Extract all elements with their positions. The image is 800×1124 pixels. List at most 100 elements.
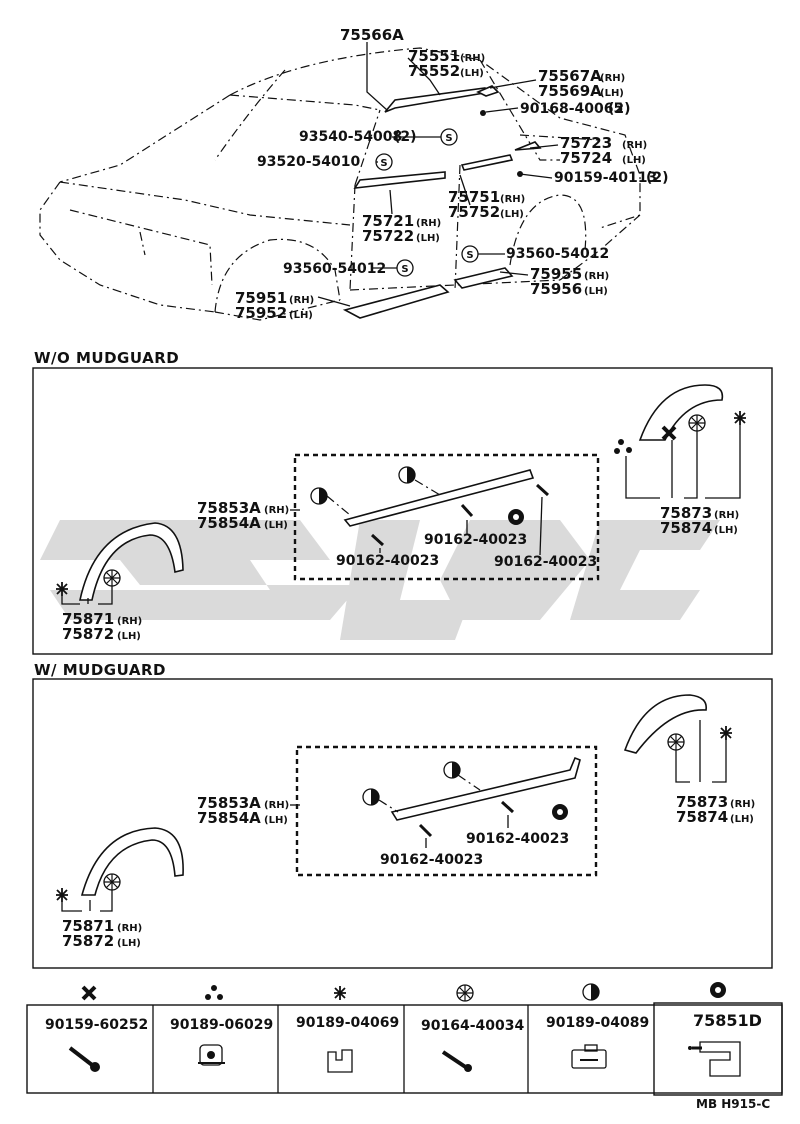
label-90159: 90159-40113 — [554, 170, 657, 186]
label-75566A: 75566A — [340, 26, 404, 44]
svg-text:90162-40023: 90162-40023 — [424, 532, 527, 548]
bracket-clip-icon — [688, 1041, 741, 1077]
svg-text:(LH): (LH) — [117, 938, 141, 949]
tapping-screw-icon — [441, 1050, 472, 1072]
svg-text:S: S — [401, 264, 408, 275]
svg-text:90162-40023: 90162-40023 — [336, 553, 439, 569]
rear-arch-molding — [638, 384, 724, 441]
svg-text:75872: 75872 — [62, 625, 114, 643]
svg-text:75853A: 75853A — [197, 499, 261, 517]
three-dots-icon — [614, 439, 632, 454]
top-leader-lines — [317, 42, 559, 307]
rear-roof-molding-end — [476, 85, 500, 97]
asterisk-icon — [56, 888, 68, 902]
screw-icon — [500, 800, 515, 814]
screw-icon — [460, 503, 474, 518]
legend-part-5: 90189-04089 — [546, 1015, 649, 1031]
front-arch-molding — [79, 522, 184, 601]
svg-text:(RH): (RH) — [117, 923, 142, 934]
three-dots-icon — [205, 985, 223, 1000]
svg-text:75874: 75874 — [660, 519, 712, 537]
svg-text:(LH): (LH) — [714, 525, 738, 536]
svg-text:75872: 75872 — [62, 932, 114, 950]
half-circle-icon — [362, 788, 380, 806]
svg-text:90162-40023: 90162-40023 — [380, 852, 483, 868]
push-rivet-icon — [198, 1044, 225, 1066]
label-75955: 75955 — [530, 265, 582, 283]
rear-door-belt-molding — [460, 154, 514, 171]
rear-arch-molding-w — [623, 694, 707, 754]
svg-text:(LH): (LH) — [622, 155, 646, 166]
svg-text:(RH): (RH) — [416, 218, 441, 229]
asterisk-icon — [720, 726, 732, 740]
section-title-wo-mudguard: W/O MUDGUARD — [34, 349, 179, 367]
legend-part-2: 90189-06029 — [170, 1017, 273, 1033]
wo-mudguard-panel — [32, 367, 773, 655]
svg-text:75854A: 75854A — [197, 809, 261, 827]
cross-square-icon — [81, 985, 97, 1001]
svg-text:(LH): (LH) — [416, 233, 440, 244]
label-93560-b: 93560-54012 — [506, 246, 609, 262]
label-75551: 75551 — [408, 47, 460, 65]
svg-text:90162-40023: 90162-40023 — [494, 554, 597, 570]
svg-text:75871: 75871 — [62, 610, 114, 628]
svg-text:S: S — [445, 133, 452, 144]
front-door-belt-molding — [353, 171, 446, 189]
label-93560-a: 93560-54012 — [283, 261, 386, 277]
wo-mudguard-content: 75853A (RH) 75854A (LH) 90162-40023 9016… — [56, 384, 746, 643]
svg-text:(LH): (LH) — [500, 209, 524, 220]
svg-text:(RH): (RH) — [264, 505, 289, 516]
side-molding-group-box-w — [295, 745, 598, 877]
molding-parts — [342, 85, 542, 319]
svg-text:(LH): (LH) — [730, 814, 754, 825]
svg-text:75871: 75871 — [62, 917, 114, 935]
sun-circle-icon — [103, 569, 121, 587]
sun-circle-icon — [456, 984, 474, 1002]
top-part-labels: 75566A 75551 (RH) 75552 (LH) 75567A (RH)… — [235, 26, 669, 322]
label-75552: 75552 — [408, 62, 460, 80]
side-molding-part — [343, 469, 535, 527]
svg-text:75873: 75873 — [676, 793, 728, 811]
quarter-belt-molding — [514, 141, 542, 151]
s-symbol-icon: S — [396, 259, 414, 277]
svg-text:75873: 75873 — [660, 504, 712, 522]
svg-text:(RH): (RH) — [289, 295, 314, 306]
svg-text:(RH): (RH) — [622, 140, 647, 151]
label-75569A: 75569A — [538, 82, 602, 100]
label-75724: 75724 — [560, 149, 612, 167]
label-75721: 75721 — [362, 212, 414, 230]
svg-text:75874: 75874 — [676, 808, 728, 826]
half-circle-icon — [310, 487, 328, 505]
svg-text:(RH): (RH) — [460, 53, 485, 64]
s-symbol-icon: S — [375, 153, 393, 171]
side-molding-group-box — [293, 453, 600, 581]
half-circle-icon — [443, 761, 461, 779]
svg-text:(LH): (LH) — [460, 68, 484, 79]
svg-text:(RH): (RH) — [730, 799, 755, 810]
screw-icon — [535, 483, 550, 497]
clip-circle-icon — [552, 804, 568, 820]
legend-part-4: 90164-40034 — [421, 1018, 524, 1034]
asterisk-icon — [56, 582, 68, 596]
svg-text:90162-40023: 90162-40023 — [466, 831, 569, 847]
label-75723: 75723 — [560, 134, 612, 152]
rocker-molding-rear — [453, 267, 514, 289]
asterisk-icon — [734, 411, 746, 425]
clip-circle-icon — [508, 509, 524, 525]
s-symbol-icon: S — [461, 245, 479, 263]
label-75952: 75952 — [235, 304, 287, 322]
molding-clip-icon — [571, 1044, 607, 1069]
svg-text:(LH): (LH) — [117, 631, 141, 642]
asterisk-icon — [334, 986, 346, 1000]
legend-part-6: 75851D — [693, 1011, 762, 1030]
s-symbol-icon: S — [440, 128, 458, 146]
sun-circle-icon — [103, 873, 121, 891]
svg-text:(LH): (LH) — [289, 310, 313, 321]
svg-text:(LH): (LH) — [600, 88, 624, 99]
svg-text:(RH): (RH) — [600, 73, 625, 84]
svg-text:(RH): (RH) — [117, 616, 142, 627]
w-mudguard-content: 75853A (RH) 75854A (LH) 90162-40023 9016… — [56, 694, 755, 950]
label-93540: 93540-54008 — [299, 129, 402, 145]
svg-text:(RH): (RH) — [500, 194, 525, 205]
screw-icon — [418, 823, 433, 838]
